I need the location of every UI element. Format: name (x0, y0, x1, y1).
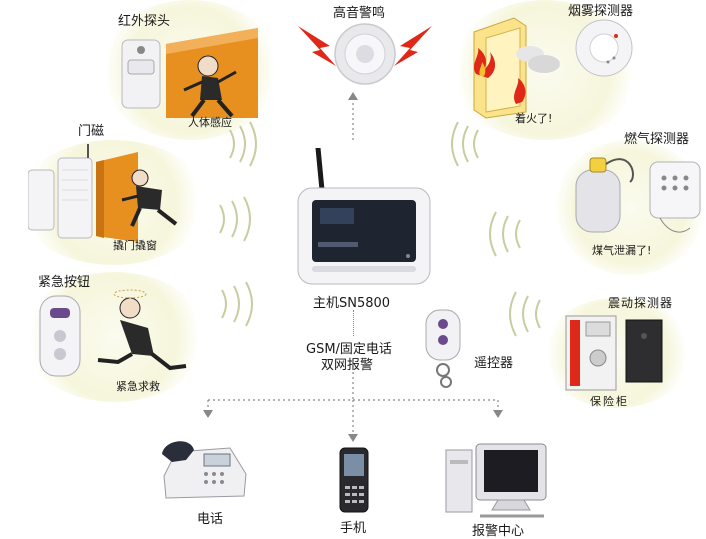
door-title: 门磁 (78, 124, 105, 139)
alarm-center-label: 报警中心 (472, 524, 525, 539)
ir-illustration (118, 26, 258, 126)
mobile-label: 手机 (340, 521, 367, 536)
door-caption: 撬门撬窗 (113, 239, 157, 252)
alarm-center-computer (440, 440, 550, 520)
gas-title: 燃气探测器 (624, 132, 690, 147)
unit-to-comm-line (353, 310, 356, 336)
remote-control (420, 308, 468, 390)
vibration-illustration (562, 312, 682, 394)
smoke-illustration (466, 14, 641, 122)
vibration-caption: 保险柜 (590, 395, 629, 408)
smoke-title: 烟雾探测器 (568, 4, 634, 19)
siren-label: 高音警鸣 (333, 6, 386, 21)
door-illustration (28, 140, 193, 248)
main-unit (296, 148, 432, 286)
siren-device (290, 18, 440, 88)
comm-line2: 双网报警 (321, 358, 374, 373)
desk-phone (160, 436, 250, 502)
gas-caption: 煤气泄漏了! (592, 244, 652, 257)
panic-title: 紧急按钮 (38, 275, 91, 290)
left-lightning-icon (298, 26, 336, 66)
panic-illustration (36, 288, 196, 383)
vibration-title: 震动探测器 (608, 296, 674, 310)
main-unit-label: 主机SN5800 (313, 296, 391, 311)
mobile-phone (338, 446, 370, 514)
comm-line1: GSM/固定电话 (306, 342, 392, 357)
antenna (315, 148, 325, 193)
arrow-to-siren (347, 92, 359, 140)
smoke-caption: 着火了! (515, 112, 553, 125)
right-lightning-icon (394, 26, 432, 66)
phone-label: 电话 (197, 512, 224, 527)
panic-caption: 紧急求救 (116, 380, 160, 393)
gas-illustration (560, 148, 705, 246)
ir-title: 红外探头 (118, 14, 171, 29)
remote-label: 遥控器 (474, 356, 514, 371)
ir-caption: 人体感应 (188, 116, 232, 129)
